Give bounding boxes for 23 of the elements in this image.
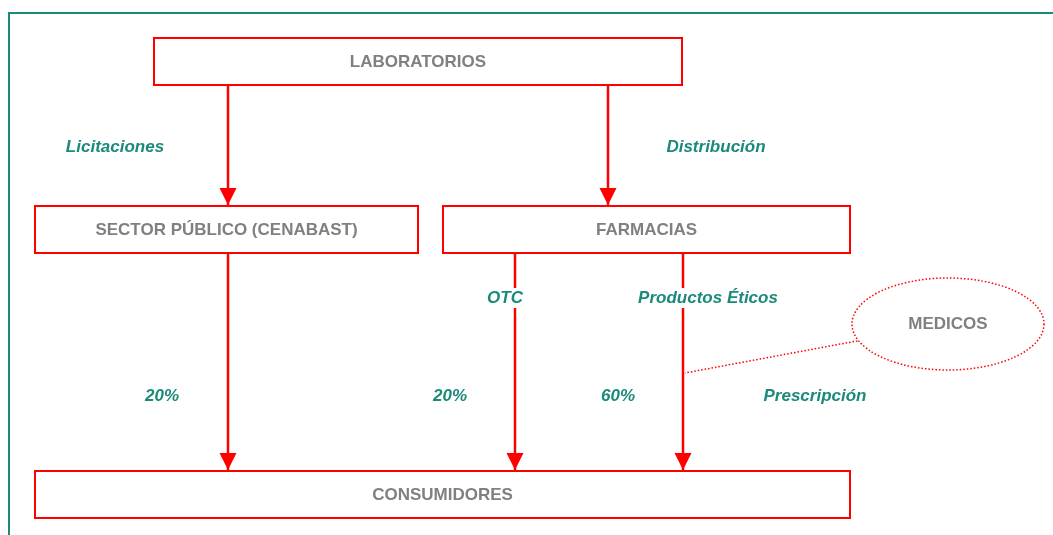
arrow [506,254,524,470]
node-label: MEDICOS [908,314,988,334]
annotation-label: Prescripción [763,386,867,406]
arrow [674,254,692,470]
process-box [153,37,683,86]
annotation-label: 60% [601,386,635,406]
edge-label: Distribución [666,137,766,157]
annotation-label: 20% [433,386,467,406]
process-box [442,205,851,254]
arrow [599,86,617,205]
edge-label: OTC [485,288,525,308]
edge-label: Licitaciones [65,137,165,157]
node-label: LABORATORIOS [349,51,487,72]
node-label: FARMACIAS [595,219,698,240]
edge-label: Productos Éticos [636,288,780,308]
node-label: CONSUMIDORES [372,484,513,505]
process-box [34,205,419,254]
actor-ellipse [851,277,1045,371]
arrow [219,254,237,470]
node-label: SECTOR PÚBLICO (CENABAST) [95,219,358,240]
annotation-label: 20% [145,386,179,406]
process-box [34,470,851,519]
arrow [219,86,237,205]
